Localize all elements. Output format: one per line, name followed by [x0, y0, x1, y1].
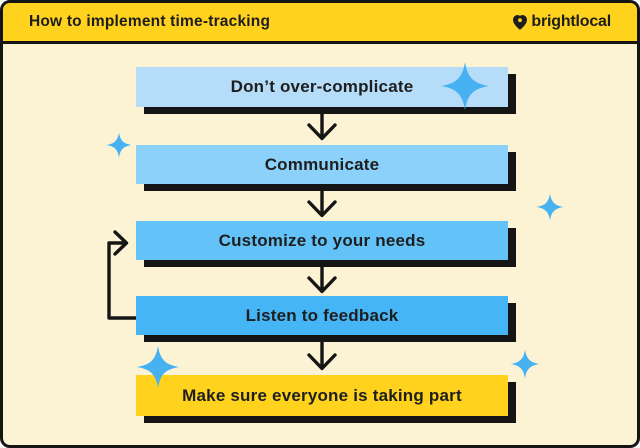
- flow-step-label: Communicate: [264, 154, 380, 174]
- flow-step-everyone-taking-part: Make sure everyone is taking part: [136, 375, 508, 416]
- down-arrow-icon: [305, 341, 339, 371]
- down-arrow-icon: [305, 111, 339, 141]
- sparkle-icon: [536, 193, 564, 221]
- brand-logo: brightlocal: [512, 13, 611, 31]
- brand-logo-text: brightlocal: [531, 13, 611, 30]
- flow-step-label: Listen to feedback: [245, 305, 399, 325]
- flow-step-label: Don’t over-complicate: [230, 77, 414, 96]
- sparkle-icon: [136, 345, 180, 389]
- sparkle-icon: [106, 132, 132, 158]
- sparkle-icon: [440, 61, 490, 111]
- flow-step-customize: Customize to your needs: [136, 221, 508, 260]
- flow-step-label: Customize to your needs: [218, 230, 426, 250]
- flow-step-label: Make sure everyone is taking part: [182, 385, 462, 405]
- sparkle-icon: [510, 349, 540, 379]
- down-arrow-icon: [305, 188, 339, 218]
- heart-pin-icon: [512, 14, 528, 31]
- page-title: How to implement time-tracking: [29, 13, 271, 30]
- flow-step-communicate: Communicate: [136, 145, 508, 184]
- header-bar: How to implement time-tracking brightloc…: [3, 3, 637, 44]
- down-arrow-icon: [305, 264, 339, 294]
- loop-arrow-icon: [101, 227, 143, 325]
- flow-step-listen-feedback: Listen to feedback: [136, 296, 508, 335]
